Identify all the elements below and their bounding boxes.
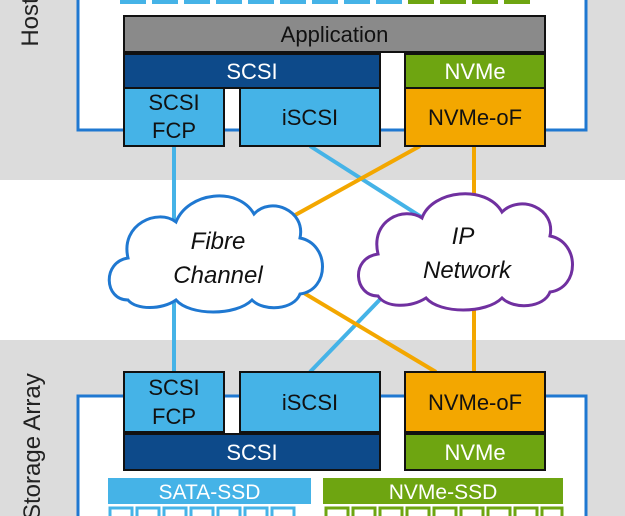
fibre-cloud-label-2: Channel — [173, 262, 263, 289]
ip-network-cloud: IP Network — [357, 192, 574, 312]
host-scsi-fcp-label-1: SCSI — [148, 90, 199, 115]
sata-drive-slots — [108, 506, 296, 516]
storage-scsi-box — [123, 433, 381, 471]
host-nvme-box — [404, 53, 546, 89]
host-zone-label: Host — [17, 0, 44, 47]
host-iscsi-label: iSCSI — [282, 105, 338, 130]
storage-nvmeof-box — [404, 371, 546, 433]
host-scsi-fcp-box — [123, 87, 225, 147]
fibre-cloud-label-1: Fibre — [191, 228, 246, 255]
nvme-ssd-label: NVMe-SSD — [389, 481, 498, 504]
host-nvme-label: NVMe — [444, 59, 505, 84]
storage-iscsi-box — [239, 371, 381, 433]
sata-ssd-label: SATA-SSD — [159, 481, 261, 504]
storage-scsi-fcp-box — [123, 371, 225, 433]
nvme-drive-slots — [324, 506, 564, 516]
host-nvmeof-label: NVMe-oF — [428, 105, 522, 130]
nvme-ssd-bar — [323, 478, 563, 504]
host-nvmeof-box — [404, 87, 546, 147]
host-scsi-label: SCSI — [226, 59, 277, 84]
storage-nvme-box — [404, 433, 546, 471]
storage-iscsi-label: iSCSI — [282, 390, 338, 415]
fibre-channel-cloud: Fibre Channel — [107, 194, 324, 314]
application-box — [123, 15, 546, 53]
storage-scsi-fcp-label-1: SCSI — [148, 375, 199, 400]
ip-cloud-label-1: IP — [452, 223, 475, 250]
storage-scsi-label: SCSI — [226, 440, 277, 465]
storage-zone-label: Storage Array — [19, 373, 46, 516]
storage-nvme-label: NVMe — [444, 440, 505, 465]
storage-scsi-fcp-label-2: FCP — [152, 404, 196, 429]
host-iscsi-box — [239, 87, 381, 147]
host-scsi-box — [123, 53, 381, 89]
host-scsi-fcp-label-2: FCP — [152, 118, 196, 143]
ip-cloud-label-2: Network — [423, 257, 513, 284]
host-drive-strip — [120, 0, 530, 4]
application-label: Application — [281, 22, 389, 47]
storage-nvmeof-label: NVMe-oF — [428, 390, 522, 415]
sata-ssd-bar — [108, 478, 311, 504]
